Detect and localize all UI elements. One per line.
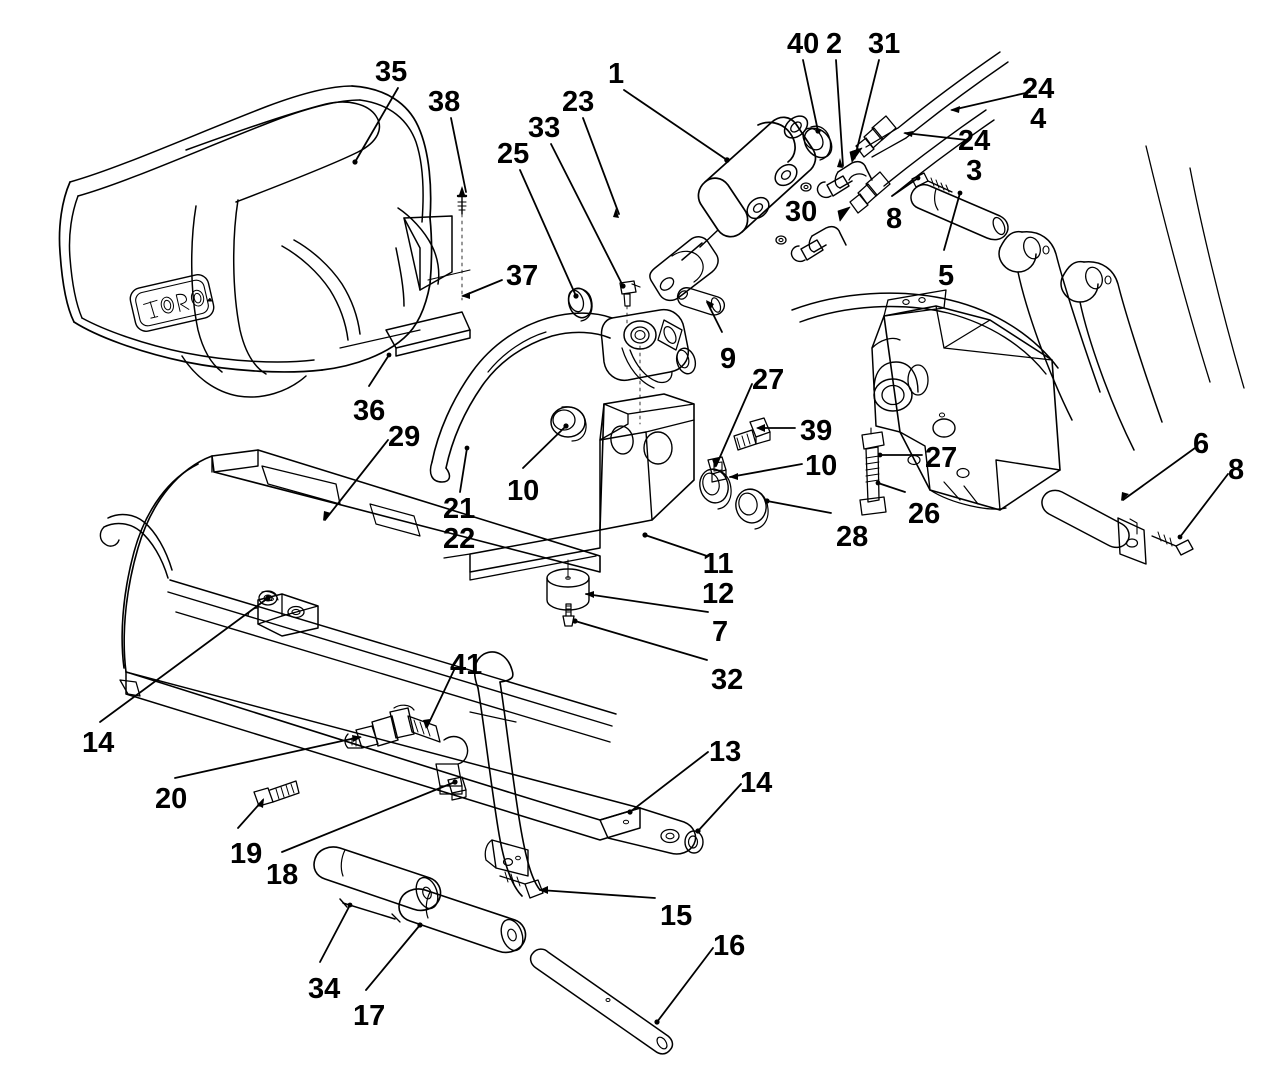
callout-39: 39	[800, 415, 833, 447]
bushing-small-right	[675, 347, 697, 375]
bolt-39	[733, 417, 771, 451]
callout-14-right: 14	[740, 767, 773, 799]
bushing-14-left	[258, 590, 279, 606]
bolt-15	[499, 871, 544, 899]
mast-upright	[443, 393, 695, 581]
bushing-40	[802, 125, 833, 161]
leader-lines	[99, 59, 1229, 1025]
callout-19: 19	[230, 838, 263, 870]
bumper-7	[546, 559, 590, 611]
callout-10-left: 10	[507, 475, 540, 507]
callout-32: 32	[711, 664, 744, 696]
callout-2: 2	[826, 28, 843, 60]
roller-shaft-16	[529, 948, 674, 1055]
fitting-41-20	[344, 704, 469, 801]
callout-35: 35	[375, 56, 408, 88]
hydraulic-hoses	[837, 51, 1009, 222]
tractor-mount-assembly	[791, 145, 1245, 511]
callout-34: 34	[308, 973, 341, 1005]
callout-8-right: 8	[1228, 454, 1245, 486]
elbow-fitting-lower	[790, 225, 847, 263]
hood-assembly	[58, 85, 471, 398]
bushing-25	[567, 287, 593, 322]
pin-9	[676, 287, 726, 316]
callout-1: 1	[608, 58, 625, 90]
bolt-8-upper	[911, 172, 953, 193]
bushing-14-right	[684, 830, 704, 854]
callout-20: 20	[155, 783, 188, 815]
callout-29: 29	[388, 421, 421, 453]
callout-10-center: 10	[805, 450, 838, 482]
callout-40: 40	[787, 28, 820, 60]
callout-31: 31	[868, 28, 901, 60]
callout-15: 15	[660, 900, 693, 932]
pin-6	[1041, 489, 1147, 565]
screw-32	[562, 603, 575, 627]
roller-rear	[313, 846, 442, 912]
callout-18: 18	[266, 859, 299, 891]
callout-38: 38	[428, 86, 461, 118]
callout-30: 30	[785, 196, 818, 228]
callout-27-right: 27	[925, 442, 958, 474]
callout-17: 17	[353, 1000, 386, 1032]
oring-30	[775, 182, 812, 245]
callout-23: 23	[562, 86, 595, 118]
callout-33: 33	[528, 112, 561, 144]
callout-5: 5	[938, 260, 955, 292]
pin-34	[339, 898, 401, 923]
toro-logo-badge	[129, 274, 215, 332]
callout-28: 28	[836, 521, 869, 553]
callout-6: 6	[1193, 428, 1210, 460]
callout-9: 9	[720, 343, 737, 375]
bolt-8-right	[1151, 531, 1194, 556]
bushing-10-left	[550, 406, 587, 442]
handle-linkage-21-22	[429, 312, 613, 483]
bolt-26-nut-27	[859, 427, 887, 516]
bolt-19	[253, 780, 300, 807]
callout-16: 16	[713, 930, 746, 962]
lower-frame-assembly	[99, 449, 697, 897]
callout-8-upper: 8	[886, 203, 903, 235]
pivot-yoke	[600, 308, 690, 425]
callout-36: 36	[353, 395, 386, 427]
callout-25: 25	[497, 138, 530, 170]
callout-13: 13	[709, 736, 742, 768]
callout-7: 7	[712, 616, 729, 648]
callout-14-left: 14	[82, 727, 115, 759]
elbow-fitting-upper	[816, 160, 873, 199]
hydraulic-cylinder	[649, 115, 817, 302]
callout-41: 41	[450, 649, 483, 681]
callout-37: 37	[506, 260, 539, 292]
bushing-10-center	[699, 468, 732, 510]
callout-27-center: 27	[752, 364, 785, 396]
roller-front	[398, 888, 527, 954]
callout-26: 26	[908, 498, 941, 530]
bushing-28	[735, 488, 769, 530]
